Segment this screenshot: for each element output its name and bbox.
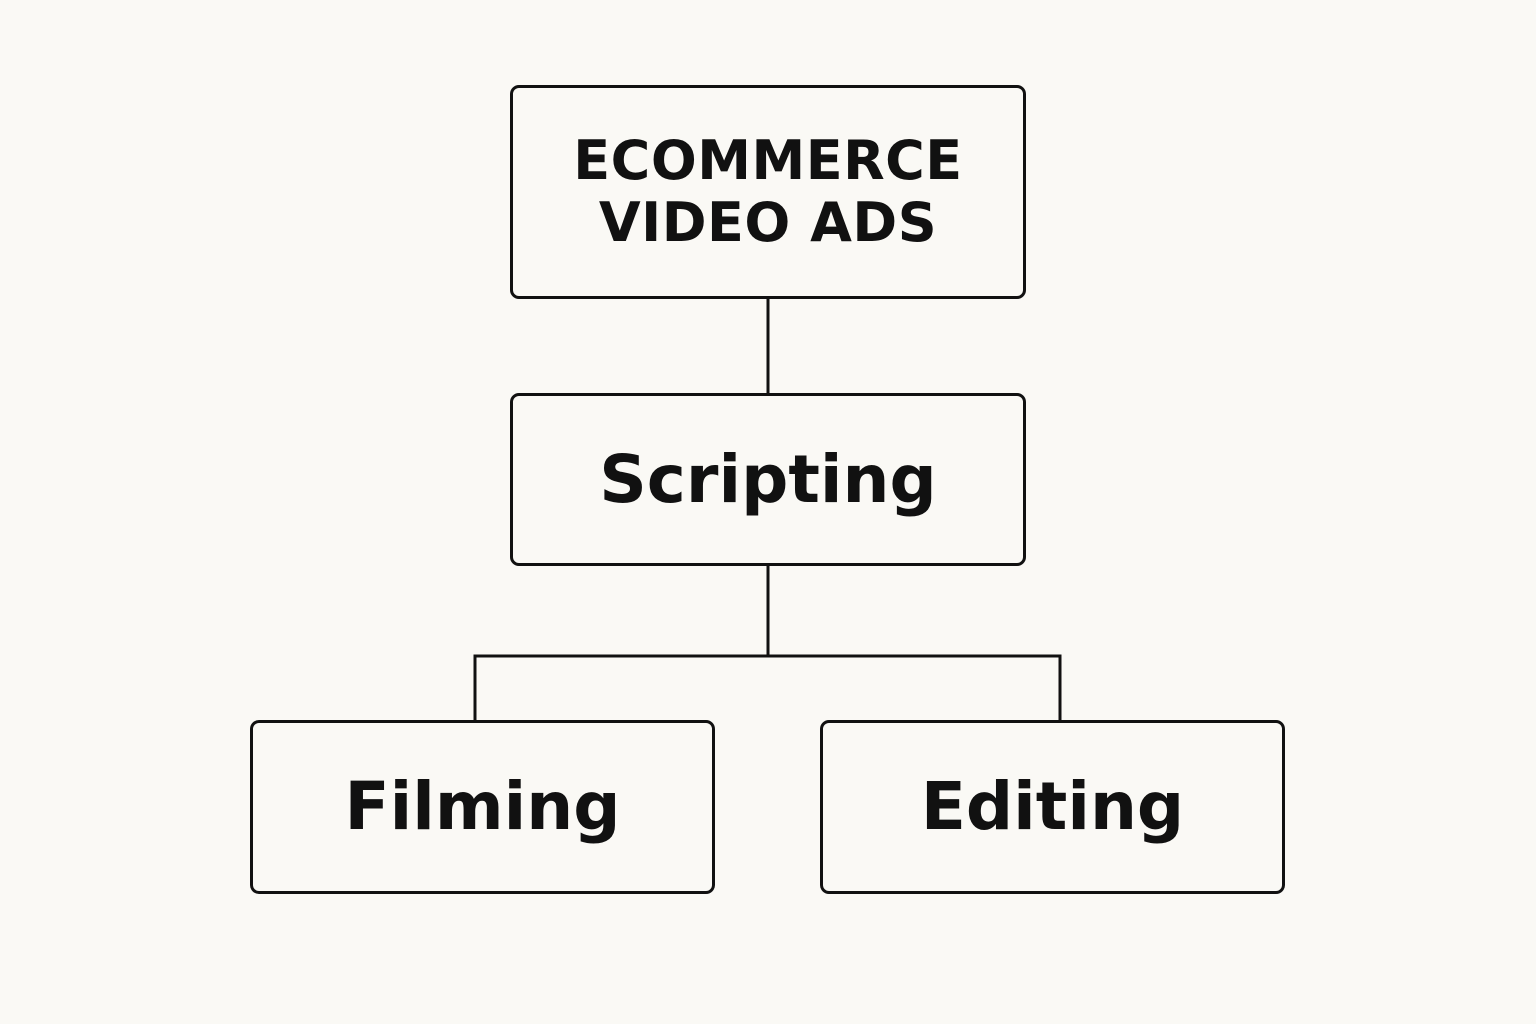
node-scripting: Scripting [510, 393, 1026, 566]
node-filming: Filming [250, 720, 715, 894]
node-filming-label: Filming [344, 768, 621, 846]
node-ecommerce-video-ads: ECOMMERCE VIDEO ADS [510, 85, 1026, 299]
node-scripting-label: Scripting [599, 440, 937, 518]
node-editing-label: Editing [920, 768, 1185, 846]
node-ecommerce-video-ads-label: ECOMMERCE VIDEO ADS [573, 128, 963, 254]
node-editing: Editing [820, 720, 1285, 894]
